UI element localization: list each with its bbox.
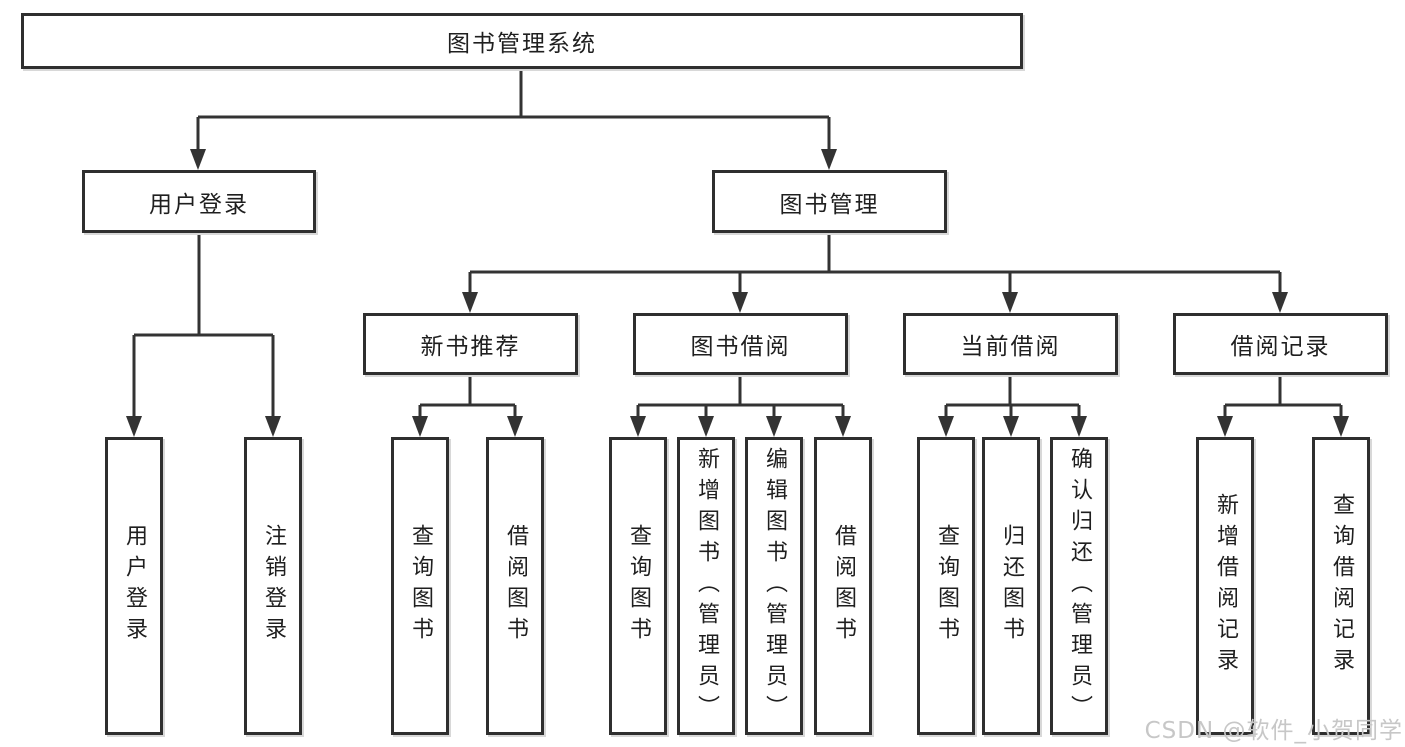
- leaf-edit-books-admin: 编辑图书（管理员）: [745, 437, 803, 735]
- leaf-user-login: 用户登录: [105, 437, 163, 735]
- leaf-label: 归还图书: [999, 524, 1024, 648]
- leaf-label: 查询图书: [408, 524, 433, 648]
- leaf-label: 用户登录: [122, 524, 147, 648]
- leaf-label: 借阅图书: [503, 524, 528, 648]
- leaf-label: 注销登录: [261, 524, 286, 648]
- node-library-management-system: 图书管理系统: [21, 13, 1023, 69]
- node-current-borrowing: 当前借阅: [903, 313, 1118, 375]
- leaf-query-books-borrowing: 查询图书: [609, 437, 667, 735]
- node-book-management: 图书管理: [712, 170, 947, 233]
- node-book-borrowing: 图书借阅: [633, 313, 848, 375]
- leaf-logout: 注销登录: [244, 437, 302, 735]
- leaf-label: 编辑图书（管理员）: [762, 446, 787, 726]
- leaf-query-books-recommend: 查询图书: [391, 437, 449, 735]
- leaf-label: 借阅图书: [831, 524, 856, 648]
- leaf-query-borrow-record: 查询借阅记录: [1312, 437, 1370, 735]
- leaf-add-books-admin: 新增图书（管理员）: [677, 437, 735, 735]
- leaf-label: 查询图书: [934, 524, 959, 648]
- leaf-label: 新增图书（管理员）: [694, 446, 719, 726]
- leaf-label: 查询借阅记录: [1329, 493, 1354, 679]
- node-user-login: 用户登录: [82, 170, 316, 233]
- node-new-book-recommendation: 新书推荐: [363, 313, 578, 375]
- leaf-label: 确认归还（管理员）: [1067, 446, 1092, 726]
- leaf-label: 查询图书: [626, 524, 651, 648]
- leaf-borrow-books-recommend: 借阅图书: [486, 437, 544, 735]
- leaf-return-books: 归还图书: [982, 437, 1040, 735]
- leaf-confirm-return-admin: 确认归还（管理员）: [1050, 437, 1108, 735]
- leaf-label: 新增借阅记录: [1213, 493, 1238, 679]
- leaf-query-books-current: 查询图书: [917, 437, 975, 735]
- leaf-add-borrow-record: 新增借阅记录: [1196, 437, 1254, 735]
- leaf-borrow-books-borrowing: 借阅图书: [814, 437, 872, 735]
- node-borrowing-records: 借阅记录: [1173, 313, 1388, 375]
